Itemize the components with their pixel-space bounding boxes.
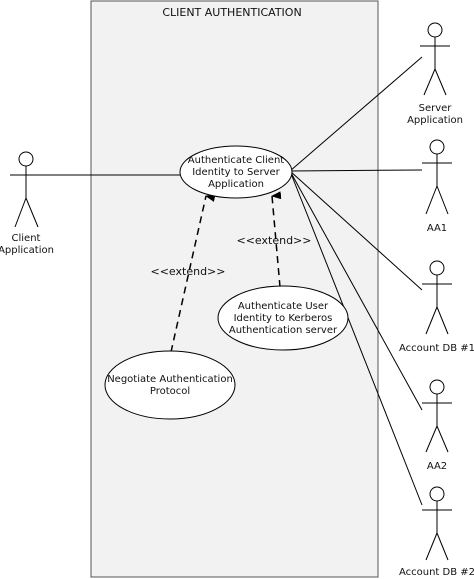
actor-client-label-line2: Application <box>0 245 54 256</box>
use-case-negotiate-protocol-line1: Negotiate Authentication <box>107 374 233 385</box>
use-case-authenticate-user-ellipse <box>217 285 349 351</box>
system-boundary-box <box>90 0 379 578</box>
system-boundary-title: CLIENT AUTHENTICATION <box>162 6 301 19</box>
extend-arrow-right <box>271 191 282 288</box>
extend-relations <box>170 191 282 353</box>
actor-account-db-2 <box>422 486 452 561</box>
actor-server-label-line1: Server <box>419 103 453 114</box>
association-server <box>289 56 423 172</box>
use-case-authenticate-client-line3: Application <box>208 179 264 190</box>
association-aa2 <box>289 170 423 411</box>
actor-aa2-head-icon <box>429 379 445 395</box>
actor-aa1-label: AA1 <box>427 223 447 234</box>
actor-client-application <box>10 151 42 228</box>
use-case-authenticate-client-line2: Identity to Server <box>192 167 280 178</box>
actor-aa1-head-icon <box>429 139 445 155</box>
association-aa1 <box>289 169 423 172</box>
use-case-authenticate-client: Authenticate Client Identity to Server A… <box>179 145 293 199</box>
extend-label-right: <<extend>> <box>237 234 312 247</box>
actor-server-head-icon <box>427 22 443 38</box>
use-case-authenticate-client-line1: Authenticate Client <box>188 155 285 166</box>
actor-account-db-2-head-icon <box>429 486 445 502</box>
use-case-authenticate-client-ellipse <box>179 145 293 199</box>
actor-client-label-line1: Client <box>12 233 41 244</box>
actor-aa2-label: AA2 <box>427 461 447 472</box>
actor-aa2 <box>422 379 452 453</box>
actor-account-db-1 <box>422 260 452 335</box>
use-case-authenticate-user-line3: Authentication server <box>229 325 338 336</box>
use-case-authenticate-user: Authenticate User Identity to Kerberos A… <box>217 285 349 351</box>
actor-server-application <box>420 22 450 96</box>
extend-arrow-left <box>170 194 216 353</box>
use-case-negotiate-protocol: Negotiate Authentication Protocol <box>104 350 236 420</box>
actor-account-db-1-label: Account DB #1 <box>399 343 474 354</box>
use-case-authenticate-user-line2: Identity to Kerberos <box>234 313 333 324</box>
actor-aa1 <box>422 139 452 215</box>
association-account-db-2 <box>289 170 423 506</box>
use-case-authenticate-user-line1: Authenticate User <box>238 301 329 312</box>
actor-account-db-1-head-icon <box>429 260 445 276</box>
system-boundary: CLIENT AUTHENTICATION <box>90 0 379 578</box>
actor-server-label-line2: Application <box>407 115 463 126</box>
association-account-db-1 <box>289 170 423 291</box>
extend-label-left: <<extend>> <box>151 265 226 278</box>
actor-client-head-icon <box>18 151 34 167</box>
use-case-negotiate-protocol-line2: Protocol <box>150 386 190 397</box>
actor-account-db-2-label: Account DB #2 <box>399 567 474 578</box>
associations <box>37 56 423 506</box>
use-case-negotiate-protocol-ellipse <box>104 350 236 420</box>
